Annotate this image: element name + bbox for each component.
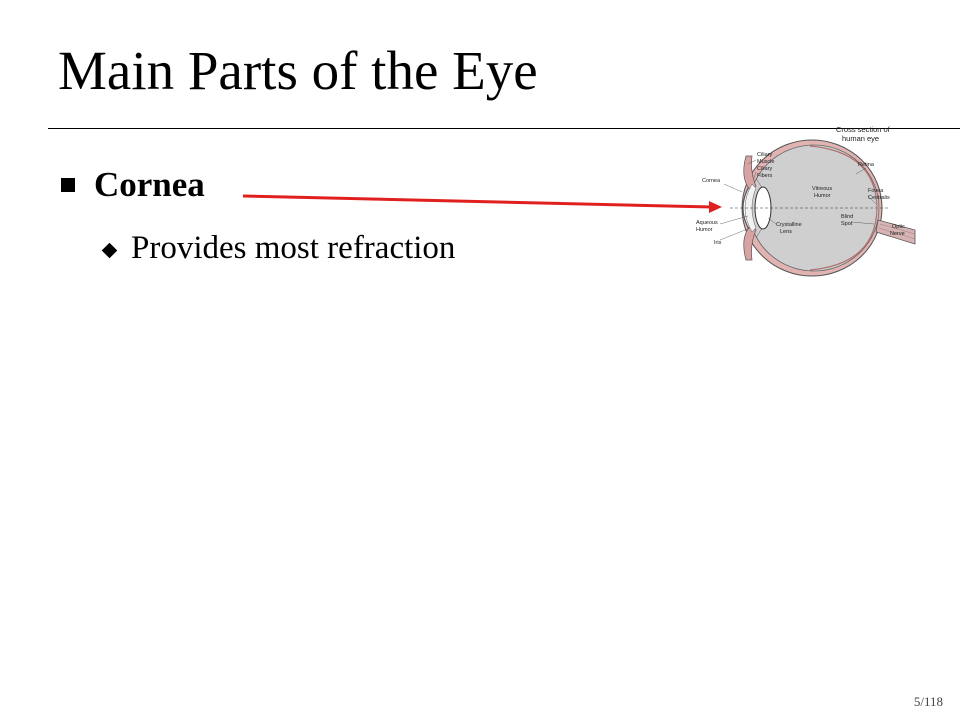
eye-ciliary-body-lower [743,225,757,261]
leader-aqueous-humor [719,215,749,225]
label-ciliary-fibers-1: Ciliary [757,166,773,172]
label-caption-line1: Cross section of [836,125,891,134]
label-cornea: Cornea [702,178,721,184]
eye-cross-section-diagram: Cross section of human eye Ciliary Muscl… [696,125,916,277]
eye-retina [809,145,878,271]
label-aqueous-humor-1: Aqueous [696,220,718,226]
leader-ciliary-fibers [753,171,757,179]
eye-ciliary-fiber [755,227,763,239]
leader-iris [719,227,751,241]
label-crystalline-lens-2: Lens [780,229,792,235]
label-vitreous-humor-1: Vitreous [812,186,832,192]
label-optic-nerve-2: Nerve [890,231,905,237]
leader-ciliary-muscle [747,159,757,165]
label-blind-spot-1: Blind [841,214,853,220]
title-divider [48,128,960,129]
label-crystalline-lens-1: Crystalline [776,222,802,228]
label-ciliary-muscle-1: Ciliary [757,152,773,158]
label-retina: Retina [858,162,875,168]
label-blind-spot-2: Spot [841,221,853,227]
leader-crystalline-lens [767,217,777,225]
bullet-cornea: Cornea [61,163,205,207]
label-ciliary-fibers-2: Fibers [757,173,773,179]
square-bullet-icon [61,178,75,192]
sub-bullet-refraction-text: Provides most refraction [131,230,456,266]
slide-title: Main Parts of the Eye [58,40,538,101]
label-fovea-centralis-2: Centralis [868,195,890,201]
page-number: 5/118 [913,694,943,709]
bullet-cornea-text: Cornea [94,165,205,204]
eye-optic-nerve-fiber [879,223,916,235]
sub-bullet-refraction: Provides most refraction [101,226,456,270]
eye-optic-nerve [875,219,916,245]
label-optic-nerve-1: Optic [892,224,905,230]
eye-ciliary-body-upper [743,155,757,191]
eye-optic-nerve-fiber [878,227,916,240]
leader-blind-spot [851,221,875,225]
arrow-shaft [242,194,713,209]
leader-retina [855,167,867,175]
leader-cornea [723,183,743,193]
diamond-bullet-icon [101,242,118,258]
label-ciliary-muscle-2: Muscle [757,159,774,165]
leader-fovea [867,195,877,205]
label-iris: Iris [714,240,722,246]
eye-ciliary-fiber [755,177,763,189]
label-fovea-centralis-1: Fovea [868,188,884,194]
label-caption-line2: human eye [842,134,879,143]
label-vitreous-humor-2: Humor [814,193,831,199]
label-aqueous-humor-2: Humor [696,227,713,233]
